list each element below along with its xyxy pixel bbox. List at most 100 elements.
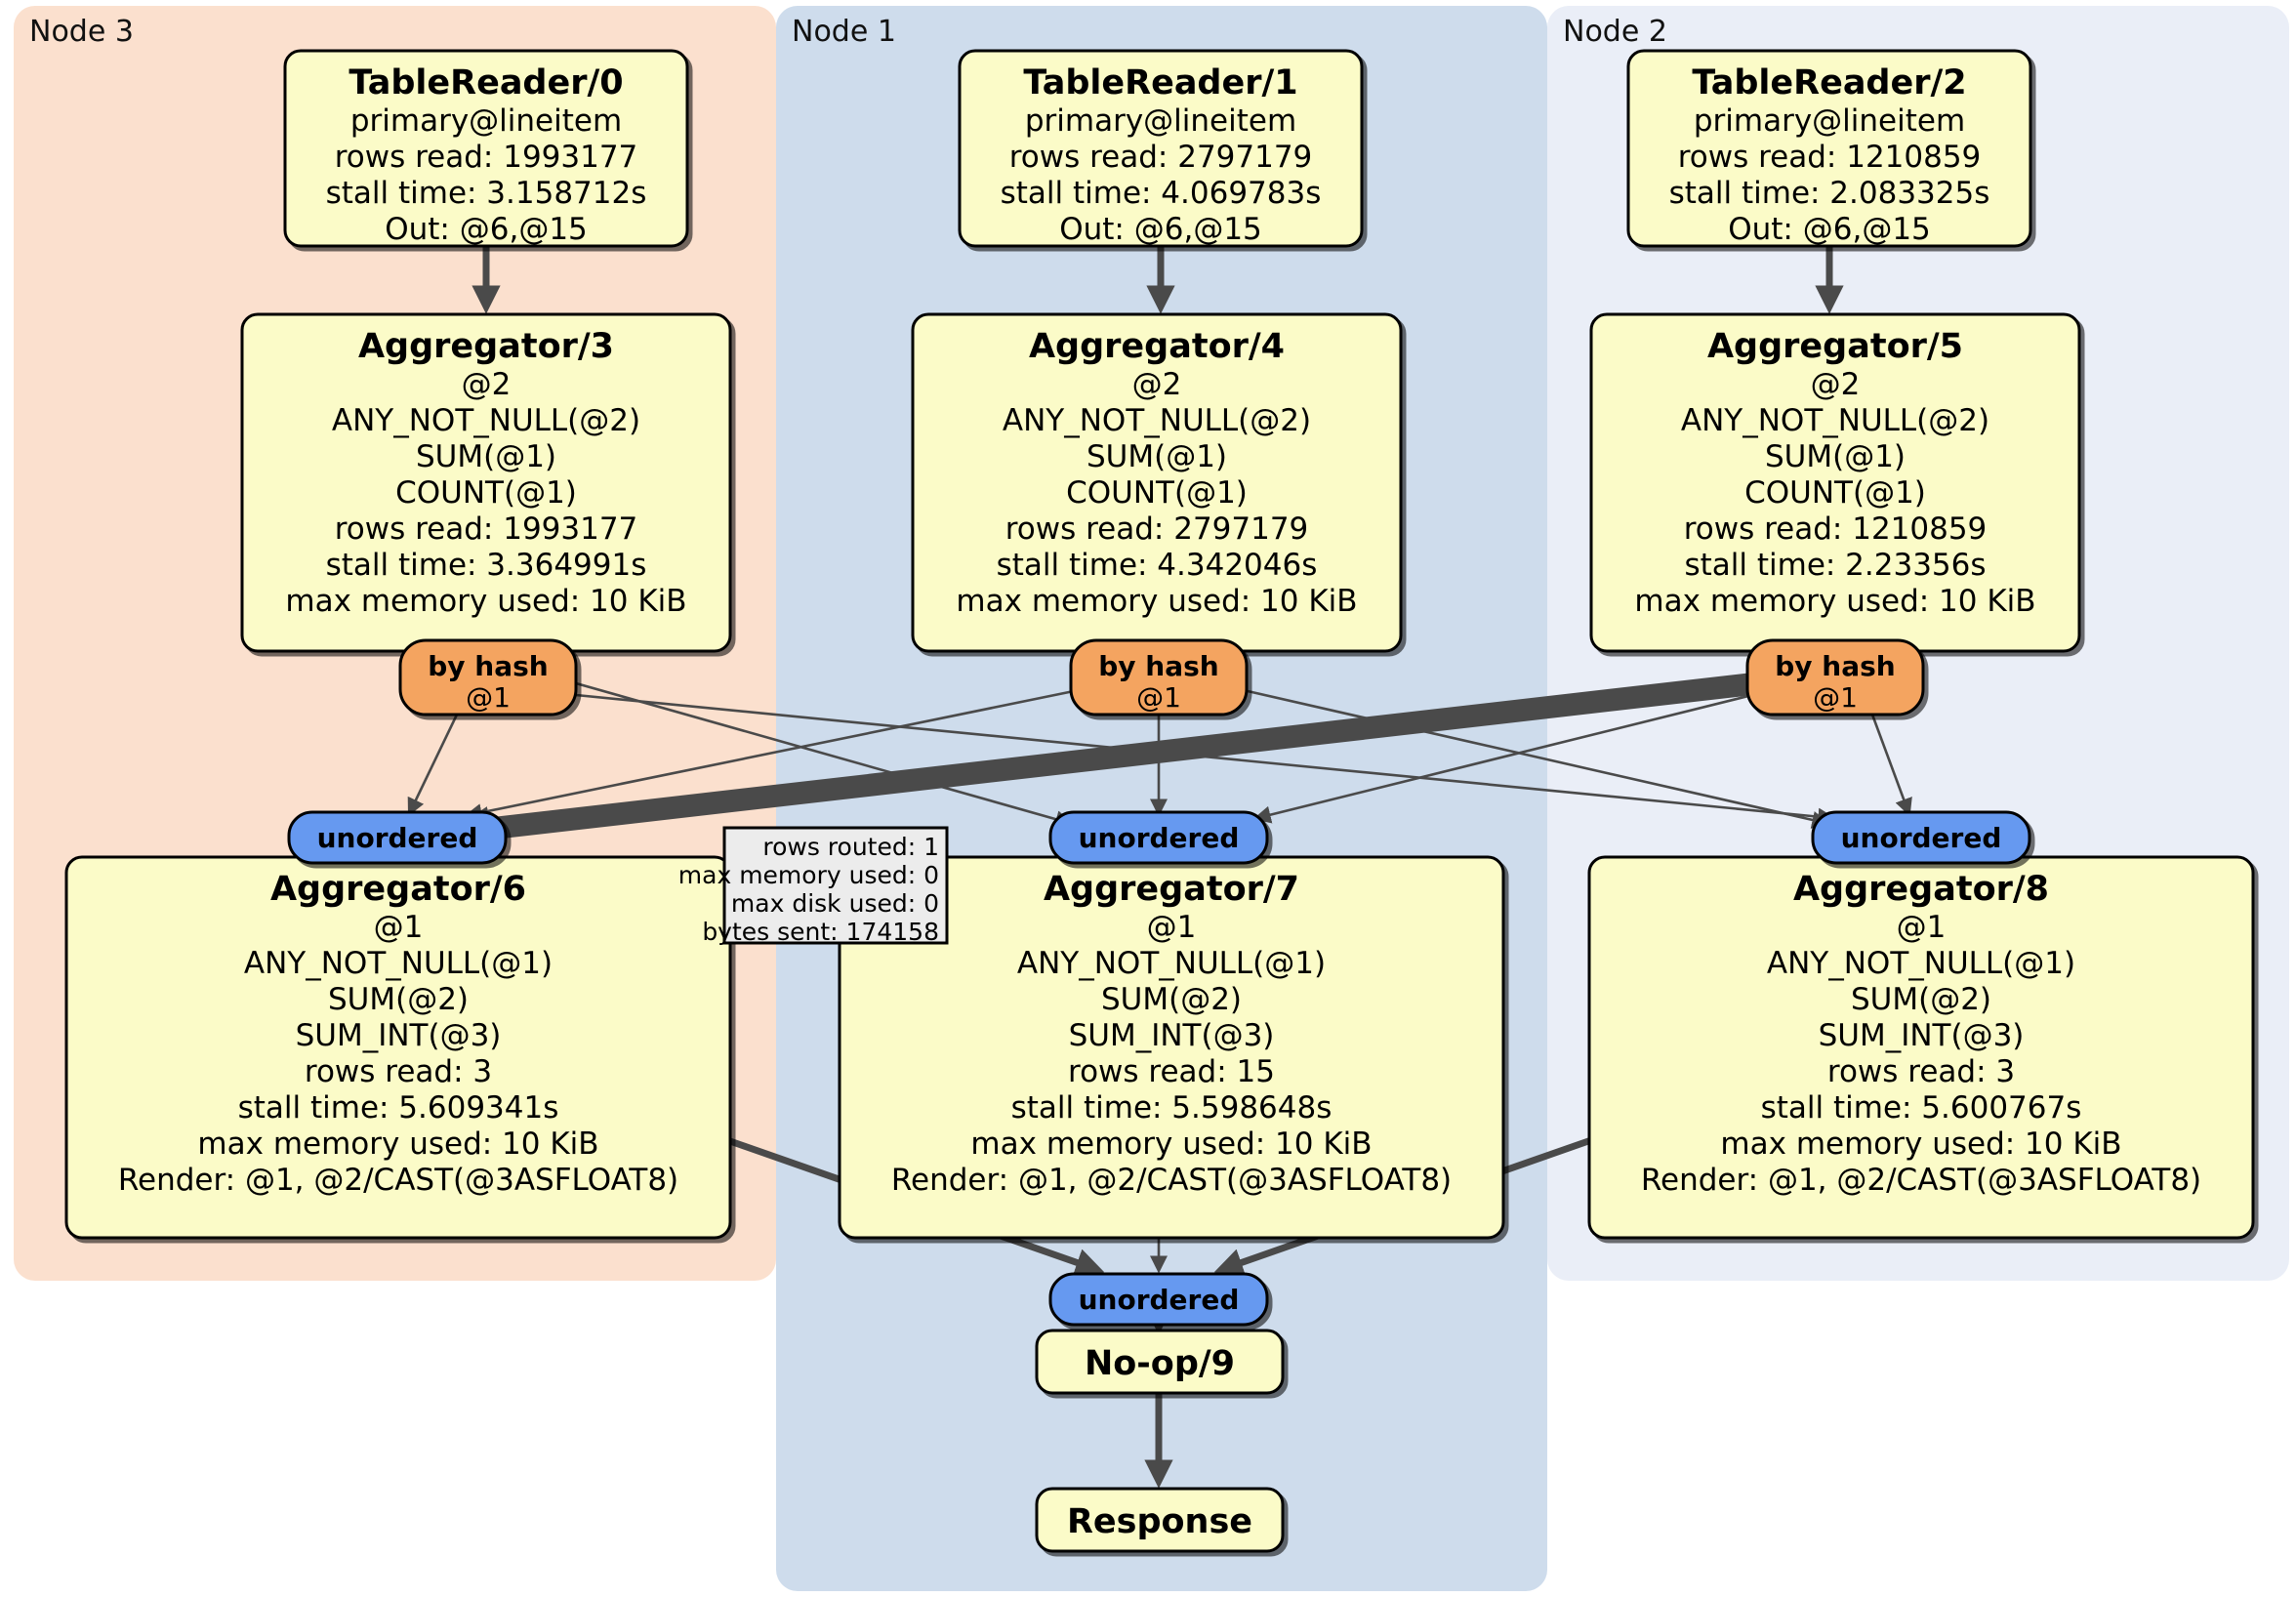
tooltip-line: rows routed: 1 — [762, 833, 939, 861]
processor-detail-line: rows read: 1210859 — [1684, 512, 1988, 547]
processor-detail-line: rows read: 3 — [305, 1054, 492, 1089]
processor-detail-line: COUNT(@1) — [1744, 475, 1926, 511]
processor-detail-line: ANY_NOT_NULL(@2) — [332, 403, 640, 438]
tooltip-box — [722, 826, 949, 945]
processor-detail-line: max memory used: 10 KiB — [970, 1126, 1372, 1162]
receiver-label: unordered — [317, 822, 478, 854]
processor-detail-line: SUM(@2) — [1101, 982, 1242, 1017]
processor-detail-line: @1 — [374, 910, 424, 945]
tooltip-line: max disk used: 0 — [731, 889, 939, 918]
receiver-badge[interactable] — [1048, 1272, 1269, 1327]
processor-detail-line: rows read: 2797179 — [1009, 140, 1313, 175]
receiver-recv9[interactable]: unordered — [1048, 1272, 1269, 1327]
edge-hash4-to-recv8 — [1247, 689, 1830, 829]
edge-hash4-to-recv6 — [464, 689, 1075, 822]
processor-detail-line: max memory used: 10 KiB — [285, 584, 686, 619]
processor-detail-line: primary@lineitem — [1694, 103, 1965, 139]
router-column: @1 — [1813, 681, 1858, 714]
edge-hash5-to-recv7 — [1252, 693, 1753, 824]
processor-title: Aggregator/7 — [1044, 870, 1299, 909]
processor-box[interactable] — [283, 49, 689, 248]
processor-detail-line: stall time: 2.23356s — [1684, 548, 1986, 583]
panel-label: Node 1 — [792, 15, 896, 49]
receiver-label: unordered — [1841, 822, 2002, 854]
router-badge[interactable] — [398, 638, 578, 717]
processor-agg6[interactable]: Aggregator/6@1ANY_NOT_NULL(@1)SUM(@2)SUM… — [64, 855, 732, 1240]
processor-detail-line: ANY_NOT_NULL(@2) — [1003, 403, 1311, 438]
processor-title: Aggregator/3 — [358, 327, 614, 366]
receiver-recv8[interactable]: unordered — [1811, 810, 2031, 865]
processor-title: TableReader/0 — [348, 63, 623, 102]
processor-detail-line: stall time: 5.609341s — [238, 1090, 559, 1126]
processor-response[interactable]: Response — [1035, 1487, 1285, 1553]
processor-agg3[interactable]: Aggregator/3@2ANY_NOT_NULL(@2)SUM(@1)COU… — [240, 312, 732, 653]
processor-detail-line: Out: @6,@15 — [1728, 212, 1931, 247]
router-column: @1 — [1136, 681, 1181, 714]
processor-detail-line: SUM_INT(@3) — [296, 1018, 502, 1053]
processor-agg5[interactable]: Aggregator/5@2ANY_NOT_NULL(@2)SUM(@1)COU… — [1589, 312, 2081, 653]
receiver-recv7[interactable]: unordered — [1048, 810, 1269, 865]
processor-detail-line: SUM(@1) — [1086, 439, 1227, 474]
tooltip-line: bytes sent: 174158 — [702, 918, 939, 946]
edge-hash5-to-recv6 — [444, 672, 1759, 851]
processor-detail-line: SUM(@1) — [1765, 439, 1906, 474]
processor-detail-line: SUM_INT(@3) — [1819, 1018, 2025, 1053]
processor-box[interactable] — [1035, 1329, 1285, 1395]
router-badge[interactable] — [1069, 638, 1249, 717]
router-hash3[interactable]: by hash@1 — [398, 638, 578, 717]
router-badge[interactable] — [1745, 638, 1925, 717]
edge-hash3-to-recv7 — [575, 681, 1074, 829]
processor-detail-line: COUNT(@1) — [395, 475, 577, 511]
processor-detail-line: SUM_INT(@3) — [1069, 1018, 1275, 1053]
processor-detail-line: rows read: 15 — [1068, 1054, 1275, 1089]
receiver-badge[interactable] — [287, 810, 508, 865]
processor-detail-line: primary@lineitem — [350, 103, 622, 139]
processor-title: Aggregator/5 — [1707, 327, 1963, 366]
processor-detail-line: rows read: 1210859 — [1678, 140, 1982, 175]
edge-hash3-to-recv6 — [407, 714, 459, 817]
processor-detail-line: Render: @1, @2/CAST(@3ASFLOAT8) — [118, 1163, 678, 1198]
processor-detail-line: max memory used: 10 KiB — [197, 1126, 598, 1162]
processor-title: TableReader/2 — [1692, 63, 1966, 102]
processor-detail-line: @1 — [1897, 910, 1947, 945]
receiver-badge[interactable] — [1048, 810, 1269, 865]
receiver-recv6[interactable]: unordered — [287, 810, 508, 865]
router-hash4[interactable]: by hash@1 — [1069, 638, 1249, 717]
processor-agg8[interactable]: Aggregator/8@1ANY_NOT_NULL(@1)SUM(@2)SUM… — [1587, 855, 2255, 1240]
router-hash5[interactable]: by hash@1 — [1745, 638, 1925, 717]
processor-agg4[interactable]: Aggregator/4@2ANY_NOT_NULL(@2)SUM(@1)COU… — [911, 312, 1403, 653]
processor-detail-line: stall time: 3.158712s — [326, 176, 647, 211]
processor-detail-line: stall time: 5.600767s — [1761, 1090, 2082, 1126]
processor-box[interactable] — [1035, 1487, 1285, 1553]
processor-detail-line: stall time: 5.598648s — [1011, 1090, 1332, 1126]
processor-detail-line: Out: @6,@15 — [1059, 212, 1262, 247]
processor-box[interactable] — [958, 49, 1364, 248]
processor-title: Aggregator/8 — [1793, 870, 2049, 909]
processor-title: No-op/9 — [1085, 1344, 1235, 1383]
processor-detail-line: primary@lineitem — [1025, 103, 1296, 139]
processor-title: Response — [1067, 1502, 1252, 1541]
receiver-badge[interactable] — [1811, 810, 2031, 865]
processor-box[interactable] — [1626, 49, 2032, 248]
processor-detail-line: max memory used: 10 KiB — [1720, 1126, 2121, 1162]
processor-title: Aggregator/4 — [1029, 327, 1285, 366]
processor-detail-line: stall time: 4.342046s — [997, 548, 1318, 583]
processor-detail-line: rows read: 2797179 — [1005, 512, 1309, 547]
edge-hash5-to-recv8 — [1870, 714, 1912, 817]
processor-detail-line: SUM(@2) — [1851, 982, 1991, 1017]
processor-detail-line: max memory used: 10 KiB — [956, 584, 1357, 619]
processor-agg7[interactable]: Aggregator/7@1ANY_NOT_NULL(@1)SUM(@2)SUM… — [838, 855, 1505, 1240]
processor-detail-line: @2 — [1132, 367, 1182, 402]
processor-detail-line: COUNT(@1) — [1066, 475, 1248, 511]
processor-detail-line: ANY_NOT_NULL(@1) — [244, 946, 553, 981]
router-label: by hash — [1098, 650, 1218, 682]
processor-noop9[interactable]: No-op/9 — [1035, 1329, 1285, 1395]
tooltip-line: max memory used: 0 — [678, 861, 939, 889]
